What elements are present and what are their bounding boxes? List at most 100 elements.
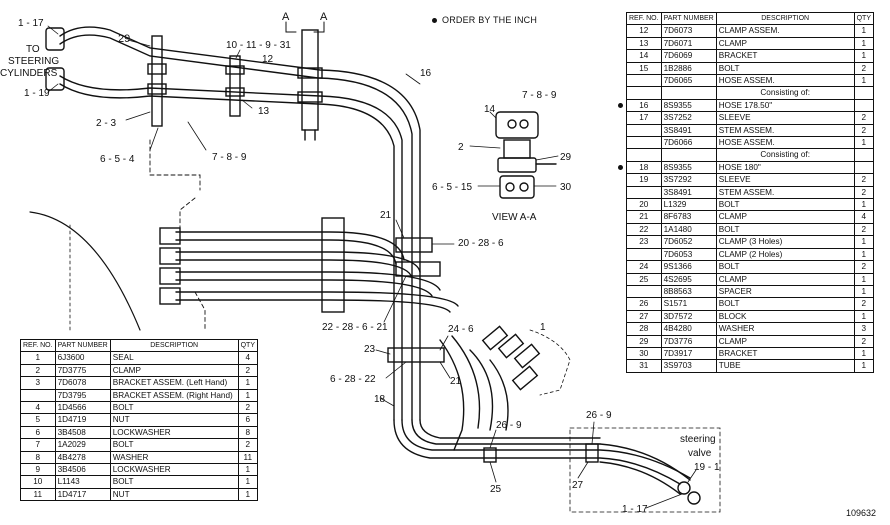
description-cell: HOSE 180"	[715, 160, 855, 175]
callout-6-28-22: 6 - 28 - 22	[330, 374, 376, 385]
description-cell: WASHER	[109, 450, 239, 465]
ref-cell: 2	[20, 363, 56, 378]
callout-cylinders-3: CYLINDERS	[0, 68, 58, 79]
description-cell: BOLT	[109, 438, 239, 452]
callout-14: 14	[484, 104, 496, 115]
header-ref: REF. NO.	[20, 338, 56, 353]
callout-29-top: 29	[118, 33, 130, 45]
description-cell: SLEEVE	[715, 111, 855, 125]
qty-cell: 1	[853, 309, 875, 324]
description-cell: CLAMP	[715, 36, 855, 51]
part-number-cell: 1D4719	[54, 413, 111, 427]
ref-cell	[626, 284, 662, 299]
callout-29-view: 29	[560, 152, 572, 163]
parts-table-left-header: REF. NO. PART NUMBER DESCRIPTION QTY	[20, 338, 259, 353]
description-cell: HOSE 178.50"	[715, 98, 855, 113]
ref-cell	[626, 136, 662, 150]
callout-cylinders-2: STEERING	[8, 56, 59, 67]
fitting-cluster-1	[481, 325, 509, 351]
description-cell: BRACKET ASSEM. (Left Hand)	[109, 376, 239, 390]
qty-cell: 2	[237, 363, 259, 378]
description-cell: HOSE ASSEM.	[715, 136, 855, 150]
header-description: DESCRIPTION	[109, 338, 239, 353]
callout-1-mid: 1	[540, 322, 546, 333]
bracket-post-left	[151, 35, 163, 127]
clamp-13	[229, 55, 241, 117]
hose-end-1	[159, 227, 181, 245]
view-label: VIEW A-A	[492, 212, 537, 223]
clamp-block-22	[321, 217, 345, 313]
parts-table-right-header: REF. NO. PART NUMBER DESCRIPTION QTY	[626, 11, 875, 26]
qty-cell: 1	[853, 359, 875, 373]
ref-cell: 3	[20, 376, 56, 390]
part-number-cell: 6J3600	[54, 351, 111, 365]
description-cell: BOLT	[715, 198, 855, 212]
callout-1-17-bottom: 1 - 17	[622, 504, 648, 515]
qty-cell: 6	[237, 413, 259, 427]
qty-cell: 3	[853, 322, 875, 336]
part-number-cell: 7D6078	[54, 376, 111, 390]
table-row: Consisting of:	[626, 148, 875, 162]
description-cell: CLAMP	[715, 272, 855, 286]
consisting-of-label: Consisting of:	[715, 148, 855, 162]
ref-cell: 28	[626, 322, 662, 336]
header-part-number: PART NUMBER	[660, 11, 717, 26]
qty-cell: 1	[853, 36, 875, 51]
part-number-cell	[660, 148, 717, 162]
ref-cell: 30	[626, 346, 662, 361]
part-number-cell: 8F6783	[660, 210, 717, 224]
valve-frame	[569, 427, 721, 513]
table-row: Consisting of:	[626, 86, 875, 100]
part-number-cell: 8S9355	[660, 98, 717, 113]
description-cell: CLAMP	[715, 210, 855, 224]
part-number-cell: S1571	[660, 297, 717, 311]
callout-12: 12	[262, 54, 274, 65]
clamp-20	[395, 237, 433, 253]
ref-cell: 23	[626, 235, 662, 249]
valve-hose-2	[175, 251, 421, 273]
ref-cell: 31	[626, 359, 662, 373]
qty-cell: 2	[853, 334, 875, 348]
ref-cell	[626, 86, 662, 100]
header-description: DESCRIPTION	[715, 11, 855, 26]
description-cell: BOLT	[715, 61, 855, 76]
ref-cell: 15	[626, 61, 662, 76]
part-number-cell: 3S9703	[660, 359, 717, 373]
description-cell: BRACKET ASSEM. (Right Hand)	[109, 388, 239, 403]
part-number-cell: 7D6052	[660, 235, 717, 249]
part-number-cell: 7D6065	[660, 73, 717, 88]
qty-cell: 1	[853, 235, 875, 249]
qty-cell: 1	[237, 376, 259, 390]
qty-cell: 4	[853, 210, 875, 224]
ref-cell: 13	[626, 36, 662, 51]
part-number-cell: 7D6066	[660, 136, 717, 150]
qty-cell: 2	[853, 260, 875, 274]
parts-table-right: REF. NO. PART NUMBER DESCRIPTION QTY 1 2 7…	[626, 11, 875, 373]
callout-21-mid: 21	[450, 376, 462, 387]
part-number-cell: 1D4717	[54, 487, 111, 502]
callout-cylinders-1: TO	[26, 44, 40, 55]
description-cell: CLAMP	[109, 363, 239, 378]
qty-cell: 2	[237, 400, 259, 415]
description-cell: CLAMP (3 Holes)	[715, 235, 855, 249]
description-cell: WASHER	[715, 322, 855, 336]
part-number-cell: 3S8491	[660, 123, 717, 138]
callout-1-19: 1 - 19	[24, 88, 50, 99]
